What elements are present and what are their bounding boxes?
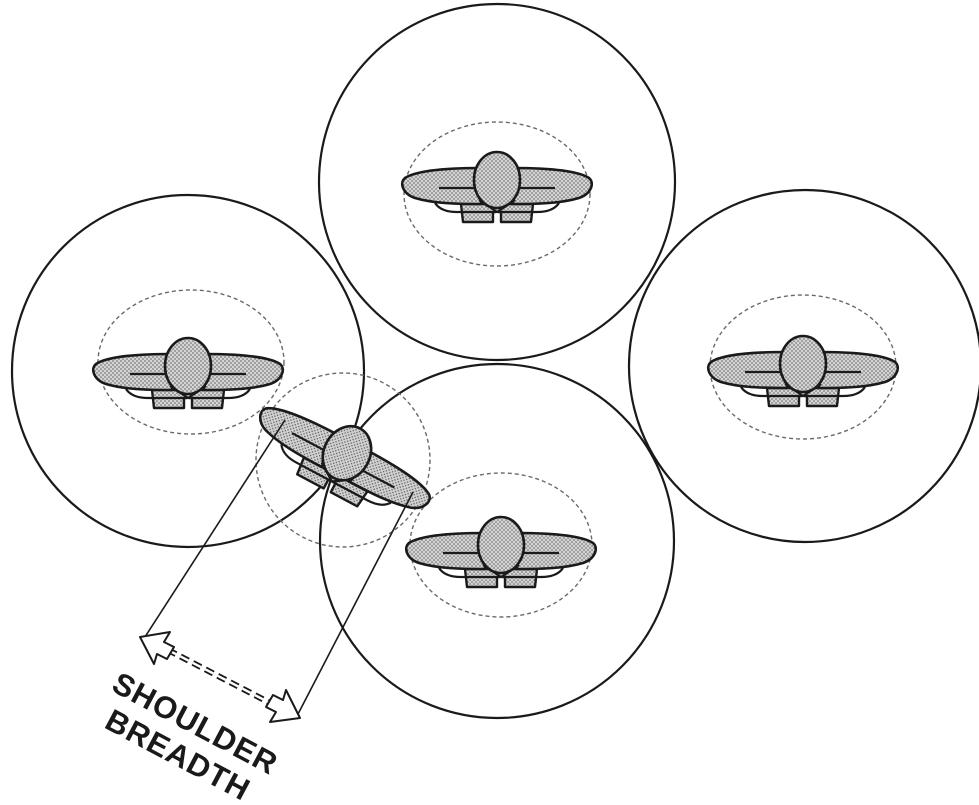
person-top: [400, 150, 594, 224]
body-zone-turned: [255, 372, 431, 548]
space-circle-right: [627, 188, 979, 544]
extension-line-left: [142, 419, 286, 641]
space-circle-top: [317, 2, 677, 362]
shoulder-breadth-arrow: [139, 631, 301, 723]
person-left: [91, 336, 285, 410]
person-right: [706, 334, 900, 408]
extension-line-right: [296, 491, 414, 717]
body-zone-top: [403, 121, 591, 267]
person-bottom: [404, 515, 598, 589]
space-circle-left: [10, 193, 366, 549]
space-circle-bottom: [318, 362, 676, 720]
